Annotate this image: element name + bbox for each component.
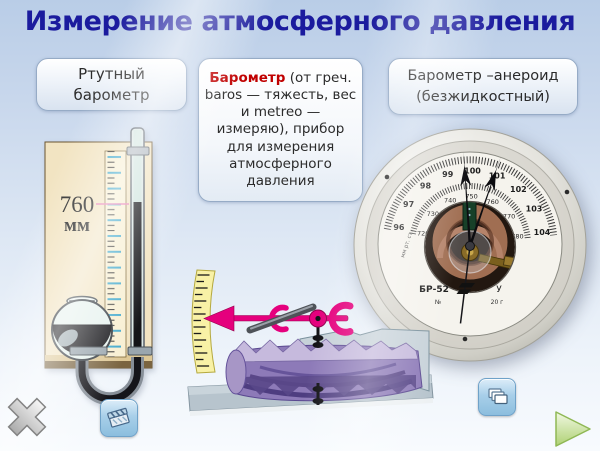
svg-text:780: 780	[511, 233, 523, 241]
clapperboard-icon	[107, 407, 130, 428]
screw	[462, 336, 468, 342]
svg-text:97: 97	[403, 200, 414, 209]
close-icon	[7, 397, 47, 437]
scale-ruler	[191, 269, 216, 374]
term-barometer: Барометр	[209, 70, 286, 86]
outer-scale-numbers: 96 97 98 99 100 101 102 103 104	[393, 167, 550, 238]
svg-text:98: 98	[420, 182, 432, 191]
svg-text:100: 100	[464, 167, 481, 176]
svg-text:96: 96	[393, 223, 405, 232]
tube-bracket	[126, 146, 150, 156]
label-line: (безжидкостный)	[416, 88, 550, 105]
play-icon	[555, 411, 591, 447]
screw	[564, 189, 570, 195]
definition-box-barometer: Барометр (от греч. baros — тяжесть, вес …	[198, 58, 363, 202]
brand-logo	[456, 283, 475, 294]
page-title: Измерение атмосферного давления	[24, 6, 576, 37]
definition-rest: (от греч. baros — тяжесть, вес и metreo …	[204, 70, 357, 189]
pressure-unit-label: мм	[64, 215, 90, 236]
svg-text:102: 102	[510, 185, 527, 194]
pressure-value-label: 760	[60, 192, 95, 217]
model-label: БР-52	[419, 285, 449, 295]
svg-text:101: 101	[489, 172, 506, 181]
svg-text:740: 740	[444, 197, 456, 205]
letter-label: У	[496, 285, 502, 295]
lever-rod	[246, 303, 317, 334]
svg-text:730: 730	[427, 210, 439, 218]
next-button[interactable]	[553, 410, 593, 448]
definition-text: Барометр (от греч. baros — тяжесть, вес …	[204, 70, 357, 190]
slides-icon	[488, 388, 508, 405]
movie-button[interactable]	[100, 399, 138, 437]
date-label: 20 г	[491, 299, 504, 306]
svg-text:760: 760	[486, 198, 498, 206]
inner-scale-numbers: 720 730 740 750 760 770 780	[417, 192, 524, 240]
svg-text:750: 750	[465, 192, 477, 200]
close-button[interactable]	[5, 395, 49, 439]
label-box-aneroid-barometer: Барометр –анероид (безжидкостный)	[388, 58, 578, 115]
screw	[384, 174, 390, 180]
reference-needle	[468, 157, 501, 249]
svg-text:720: 720	[417, 230, 429, 238]
mercury-barometer-illustration: 760 мм	[44, 127, 153, 405]
link-pin-bottom	[312, 383, 324, 405]
slides-button[interactable]	[478, 378, 516, 416]
svg-text:99: 99	[442, 170, 454, 179]
aneroid-mechanism-diagram	[187, 269, 434, 416]
svg-text:103: 103	[526, 204, 543, 213]
aneroid-barometer-photo: 96 97 98 99 100 101 102 103 104 720 730 …	[353, 128, 587, 362]
pressure-needle	[460, 152, 472, 249]
label-line: Ртутный	[78, 64, 145, 83]
label-box-mercury-barometer: Ртутный барометр	[36, 58, 187, 111]
flask-clamp	[69, 346, 108, 356]
label-line: Барометр –анероид	[407, 68, 559, 85]
mercury-column	[133, 202, 142, 352]
label-line: барометр	[73, 85, 150, 104]
svg-text:770: 770	[503, 212, 515, 220]
serial-label: №	[435, 299, 441, 306]
aneroid-capsule	[225, 338, 423, 402]
svg-text:104: 104	[534, 228, 551, 237]
